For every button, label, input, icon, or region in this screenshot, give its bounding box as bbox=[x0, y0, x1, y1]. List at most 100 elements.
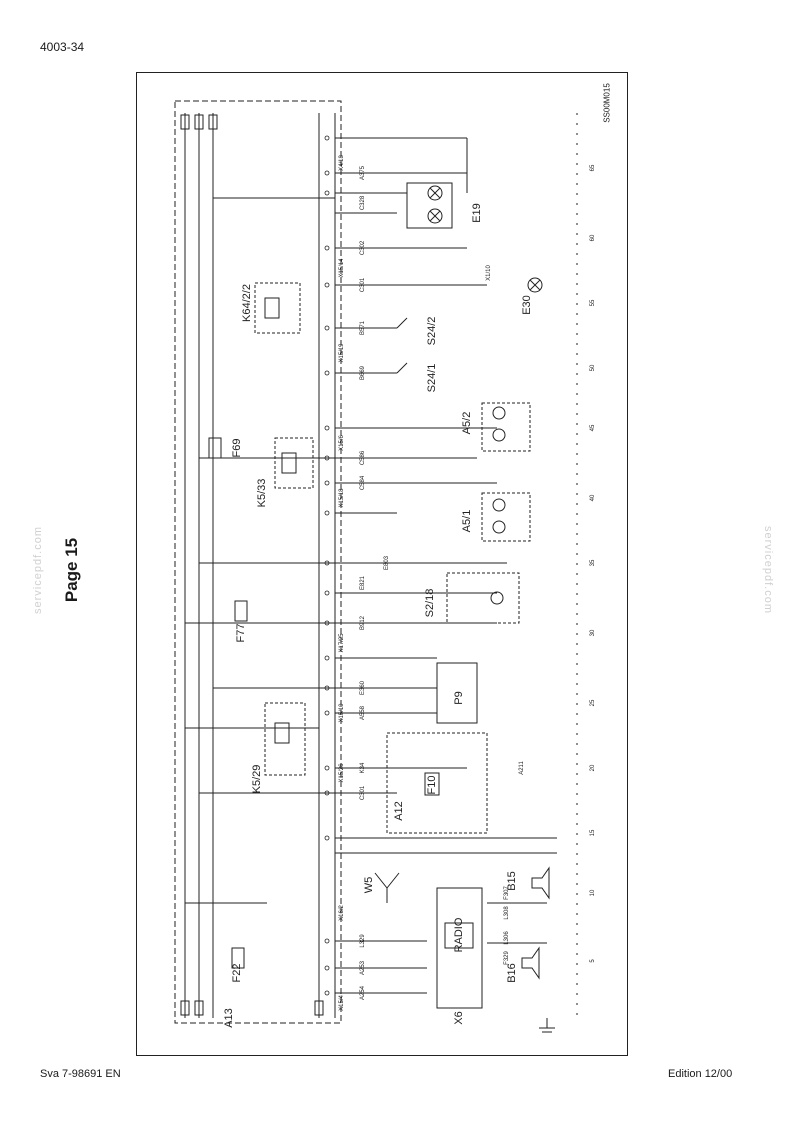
wire-label-a375: A375 bbox=[360, 165, 366, 181]
antenna-w5 bbox=[374, 872, 400, 903]
fuse-cap-2 bbox=[194, 114, 204, 130]
wire-label-c302: C302 bbox=[360, 240, 366, 256]
watermark-left: servicepdf.com bbox=[32, 526, 44, 614]
fuse-cap-6 bbox=[314, 1000, 324, 1016]
label-radio: RADIO bbox=[453, 917, 465, 953]
connector-label-x15-6: X15/6 bbox=[339, 435, 345, 451]
grid-number-40: 40 bbox=[590, 494, 596, 502]
wire-label-c328: C328 bbox=[360, 195, 366, 211]
relay-k64 bbox=[254, 282, 301, 334]
connector-label-x15-18: X15/18 bbox=[339, 488, 345, 508]
label-k5-33: K5/33 bbox=[256, 478, 268, 508]
switch-s24-2 bbox=[396, 317, 408, 329]
label-e19: E19 bbox=[471, 203, 483, 223]
wiring-diagram bbox=[174, 100, 578, 1033]
wire-label-c584: C584 bbox=[360, 475, 366, 491]
ground-symbol bbox=[539, 1018, 555, 1033]
connector-label-x16-2: X16/2 bbox=[339, 905, 345, 921]
switch-s24-1 bbox=[396, 362, 408, 374]
wire-label-c586: C586 bbox=[360, 450, 366, 466]
speaker-b15 bbox=[531, 866, 550, 900]
grid-number-50: 50 bbox=[590, 364, 596, 372]
label-e30: E30 bbox=[521, 295, 533, 315]
module-a5-2 bbox=[481, 402, 531, 452]
connector-label-x15-14: X15/14 bbox=[339, 258, 345, 278]
label-a5-1: A5/1 bbox=[461, 509, 473, 533]
connector-label-x4-18: X4/18 bbox=[339, 155, 345, 171]
wiring-diagram-frame: SS00M015 E19 E30 K64/2/2 S24/2 S24/1 A5/… bbox=[136, 72, 628, 1056]
label-f22: F22 bbox=[231, 963, 243, 983]
grid-number-15: 15 bbox=[590, 829, 596, 837]
wire-label-l308: L308 bbox=[504, 906, 510, 920]
wire-label-b669: B669 bbox=[360, 365, 366, 381]
label-s24-1: S24/1 bbox=[426, 363, 438, 393]
watermark-right: servicepdf.com bbox=[762, 526, 774, 614]
module-a5-1 bbox=[481, 492, 531, 542]
lamp-box-e19 bbox=[406, 182, 453, 229]
label-f77: F77 bbox=[235, 623, 247, 643]
module-a12 bbox=[386, 732, 488, 834]
label-f10: F10 bbox=[426, 775, 438, 795]
page-label: Page 15 bbox=[62, 537, 81, 603]
wire-label-b912: B912 bbox=[360, 615, 366, 631]
lamp-e30 bbox=[527, 277, 543, 293]
fuse-cap-1 bbox=[180, 114, 190, 130]
connector-label-x15-4: X15/4 bbox=[339, 995, 345, 1011]
footer-edition: Edition 12/00 bbox=[668, 1068, 733, 1080]
footer-document-number: Sva 7-98691 EN bbox=[40, 1068, 121, 1080]
wire-label-a253: A253 bbox=[360, 960, 366, 976]
wire-label-a254: A254 bbox=[360, 985, 366, 1001]
wire-label-c301b: C301 bbox=[360, 785, 366, 801]
wire-label-e821: E821 bbox=[360, 575, 366, 591]
relay-k5-29 bbox=[264, 702, 306, 776]
label-s2-18: S2/18 bbox=[424, 588, 436, 618]
label-k5-29: K5/29 bbox=[251, 764, 263, 794]
label-a13: A13 bbox=[223, 1008, 235, 1028]
connector-label-x15-10: X15/10 bbox=[339, 703, 345, 723]
grid-number-65: 65 bbox=[590, 164, 596, 172]
grid-number-45: 45 bbox=[590, 424, 596, 432]
grid-number-10: 10 bbox=[590, 889, 596, 897]
label-p9: P9 bbox=[453, 691, 465, 705]
label-k64: K64/2/2 bbox=[241, 284, 253, 322]
wire-label-k34: K34 bbox=[360, 762, 366, 774]
grid-number-30: 30 bbox=[590, 629, 596, 637]
wire-label-f307: F307 bbox=[504, 886, 510, 900]
label-b16: B16 bbox=[506, 963, 518, 983]
label-a12: A12 bbox=[393, 801, 405, 821]
horizontal-wires bbox=[185, 137, 557, 994]
connector-label-x15-26: X15/26 bbox=[339, 763, 345, 783]
grid-number-25: 25 bbox=[590, 699, 596, 707]
grid-number-35: 35 bbox=[590, 559, 596, 567]
document-code: 4003-34 bbox=[40, 40, 85, 54]
fuse-cap-4 bbox=[180, 1000, 190, 1016]
wire-label-e803: E803 bbox=[384, 555, 390, 571]
label-f69: F69 bbox=[231, 438, 243, 458]
wire-label-f329: F329 bbox=[504, 951, 510, 965]
drawing-code: SS00M015 bbox=[602, 83, 612, 123]
wire-label-a558: A558 bbox=[360, 705, 366, 721]
relay-k5-33 bbox=[274, 437, 314, 489]
wire-label-c301: C301 bbox=[360, 277, 366, 293]
label-a5-2: A5/2 bbox=[461, 411, 473, 435]
grid-number-20: 20 bbox=[590, 764, 596, 772]
display-p9 bbox=[436, 662, 478, 724]
label-s24-2: S24/2 bbox=[426, 316, 438, 346]
fuse-f69 bbox=[208, 437, 222, 459]
connector-label-x17-25: X17/25 bbox=[339, 633, 345, 653]
fuse-f77 bbox=[234, 600, 248, 622]
grid-number-60: 60 bbox=[590, 234, 596, 242]
grid-number-55: 55 bbox=[590, 299, 596, 307]
fuse-cap-5 bbox=[194, 1000, 204, 1016]
grid-number-5: 5 bbox=[590, 959, 596, 963]
label-w5: W5 bbox=[363, 876, 375, 894]
radio-unit bbox=[436, 887, 483, 1009]
fuse-f10 bbox=[424, 772, 440, 796]
wire-label-l329: L329 bbox=[360, 934, 366, 948]
fuse-cap-3 bbox=[208, 114, 218, 130]
connector-label-x1-10: X1/10 bbox=[486, 265, 492, 281]
wire-label-l306: L306 bbox=[504, 931, 510, 945]
wire-label-b571: B571 bbox=[360, 320, 366, 336]
wire-label-e360: E360 bbox=[360, 680, 366, 696]
connector-pins bbox=[324, 135, 330, 996]
